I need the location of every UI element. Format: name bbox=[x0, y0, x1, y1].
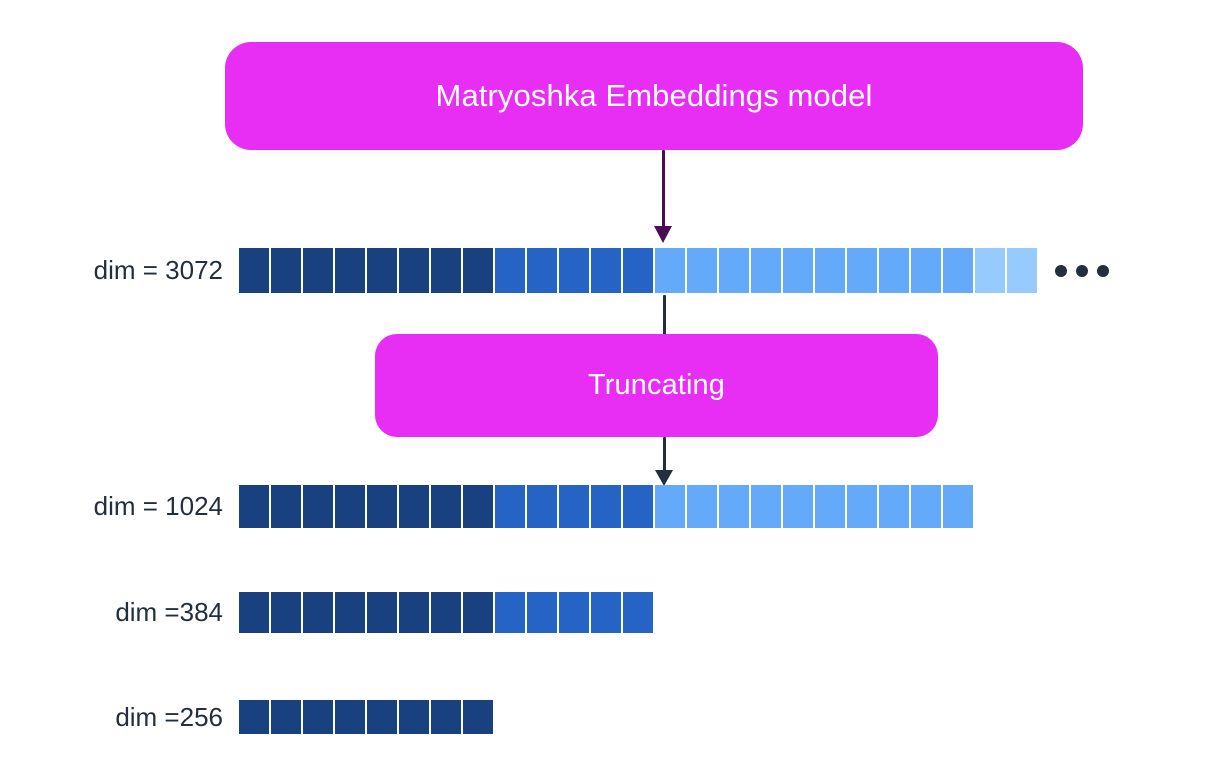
embedding-block bbox=[719, 485, 749, 528]
embedding-block bbox=[879, 485, 909, 528]
arrow-shaft bbox=[662, 150, 665, 228]
embedding-block bbox=[271, 485, 301, 528]
embedding-blocks-1024 bbox=[239, 485, 973, 528]
embedding-block bbox=[815, 248, 845, 293]
arrow-shaft bbox=[663, 437, 666, 474]
embedding-block bbox=[815, 485, 845, 528]
embedding-block bbox=[367, 485, 397, 528]
embedding-block bbox=[527, 592, 557, 633]
embedding-block bbox=[623, 485, 653, 528]
embedding-block bbox=[271, 700, 301, 734]
embedding-block bbox=[463, 592, 493, 633]
embedding-block bbox=[271, 248, 301, 293]
matryoshka-model-box: Matryoshka Embeddings model bbox=[225, 42, 1083, 150]
embedding-block bbox=[239, 700, 269, 734]
embedding-block bbox=[303, 700, 333, 734]
embedding-block bbox=[463, 485, 493, 528]
embedding-block bbox=[751, 248, 781, 293]
embedding-block bbox=[751, 485, 781, 528]
embedding-block bbox=[783, 248, 813, 293]
embedding-block bbox=[431, 485, 461, 528]
embedding-block bbox=[399, 485, 429, 528]
embedding-block bbox=[239, 485, 269, 528]
embedding-block bbox=[847, 248, 877, 293]
embedding-block bbox=[495, 248, 525, 293]
embedding-blocks-256 bbox=[239, 700, 493, 734]
dim-label-1024: dim = 1024 bbox=[93, 491, 223, 521]
embedding-block bbox=[431, 592, 461, 633]
truncating-label: Truncating bbox=[588, 369, 725, 401]
embedding-blocks-3072 bbox=[239, 248, 1037, 293]
embedding-block bbox=[335, 700, 365, 734]
embedding-block bbox=[975, 248, 1005, 293]
embedding-block bbox=[527, 248, 557, 293]
ellipsis-dot bbox=[1055, 264, 1067, 277]
embedding-row-1024: dim = 1024 bbox=[94, 485, 973, 528]
embedding-blocks-384 bbox=[239, 592, 653, 633]
embedding-block bbox=[431, 700, 461, 734]
embedding-block bbox=[399, 700, 429, 734]
embedding-block bbox=[463, 700, 493, 734]
embedding-block bbox=[527, 485, 557, 528]
embedding-block bbox=[271, 592, 301, 633]
embedding-block bbox=[367, 248, 397, 293]
embedding-block bbox=[495, 485, 525, 528]
embedding-block bbox=[943, 485, 973, 528]
embedding-block bbox=[431, 248, 461, 293]
embedding-block bbox=[335, 248, 365, 293]
embedding-block bbox=[367, 592, 397, 633]
arrow-head-icon bbox=[654, 226, 672, 243]
embedding-block bbox=[591, 592, 621, 633]
arrow-head-icon bbox=[655, 470, 673, 486]
embedding-block bbox=[719, 248, 749, 293]
embedding-block bbox=[655, 248, 685, 293]
embedding-block bbox=[239, 248, 269, 293]
connector-shaft bbox=[663, 295, 666, 336]
dim-label-384: dim =384 bbox=[115, 597, 223, 627]
embedding-row-3072: dim = 3072 bbox=[94, 248, 1109, 293]
embedding-block bbox=[463, 248, 493, 293]
embedding-block bbox=[303, 485, 333, 528]
embedding-block bbox=[879, 248, 909, 293]
dim-label-256: dim =256 bbox=[115, 701, 223, 732]
embedding-block bbox=[687, 485, 717, 528]
matryoshka-model-label: Matryoshka Embeddings model bbox=[435, 78, 873, 113]
embedding-block bbox=[399, 248, 429, 293]
embedding-block bbox=[911, 485, 941, 528]
embedding-block bbox=[335, 592, 365, 633]
embedding-block bbox=[367, 700, 397, 734]
embedding-block bbox=[943, 248, 973, 293]
embedding-block bbox=[559, 485, 589, 528]
ellipsis-dot bbox=[1097, 264, 1109, 277]
embedding-block bbox=[591, 248, 621, 293]
ellipsis-dot bbox=[1076, 264, 1088, 277]
embedding-block bbox=[655, 485, 685, 528]
embedding-block bbox=[303, 248, 333, 293]
embedding-block bbox=[623, 248, 653, 293]
embedding-block bbox=[399, 592, 429, 633]
embedding-block bbox=[623, 592, 653, 633]
embedding-block bbox=[1007, 248, 1037, 293]
embedding-row-384: dim =384 bbox=[115, 592, 653, 633]
truncating-box: Truncating bbox=[375, 334, 938, 437]
embedding-block bbox=[303, 592, 333, 633]
embedding-block bbox=[239, 592, 269, 633]
embedding-block bbox=[847, 485, 877, 528]
embedding-row-256: dim =256 bbox=[115, 700, 493, 734]
embedding-block bbox=[591, 485, 621, 528]
embedding-block bbox=[335, 485, 365, 528]
ellipsis-icon bbox=[1055, 264, 1109, 277]
embedding-block bbox=[559, 248, 589, 293]
embedding-block bbox=[911, 248, 941, 293]
embedding-block bbox=[495, 592, 525, 633]
dim-label-3072: dim = 3072 bbox=[93, 255, 223, 285]
embedding-block bbox=[687, 248, 717, 293]
embedding-block bbox=[783, 485, 813, 528]
embedding-block bbox=[559, 592, 589, 633]
